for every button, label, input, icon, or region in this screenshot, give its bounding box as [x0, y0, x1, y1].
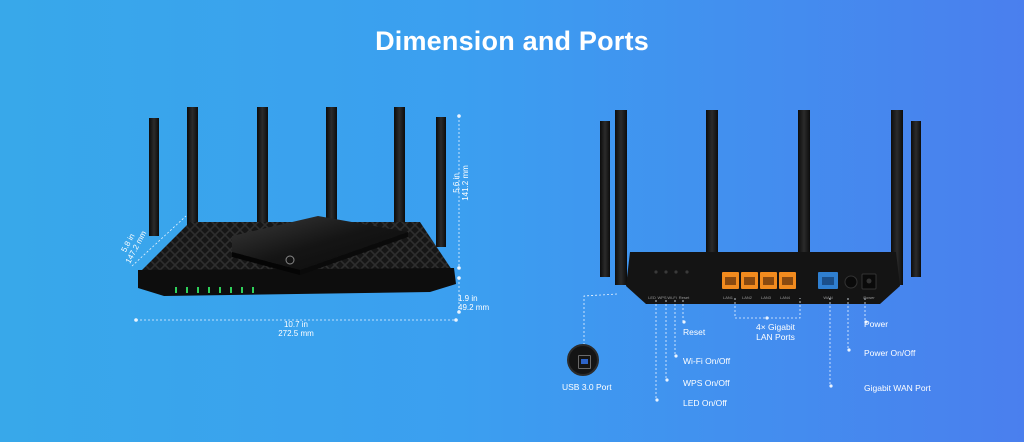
lan-callout-line2: LAN Ports [756, 332, 795, 342]
port-label-lan3: LAN3 [761, 295, 772, 300]
height-mm: 49.2 mm [458, 303, 490, 312]
width-inches: 10.7 in [283, 320, 309, 329]
back-callout-lines [583, 293, 866, 400]
back-antenna-2 [615, 110, 627, 285]
port-label-wifi: Wi-Fi [667, 295, 676, 300]
usb-callout-label: USB 3.0 Port [562, 382, 612, 392]
height-inches: 1.9 in [458, 294, 478, 303]
front-led-indicators [175, 287, 254, 293]
front-dimension-lines [131, 116, 460, 321]
front-antenna-4 [326, 107, 337, 223]
height-dimension-label: 1.9 in 49.2 mm [458, 294, 502, 312]
page-title: Dimension and Ports [375, 26, 649, 56]
antenna-height-inches: 5.6 in [452, 173, 461, 193]
power-callout-label: Power [864, 319, 889, 329]
front-antenna-3 [257, 107, 268, 225]
width-dimension-label: 10.7 in 272.5 mm [270, 320, 322, 338]
callout-dots [655, 316, 868, 402]
port-label-wps: WPS [657, 295, 666, 300]
front-antenna-5 [394, 107, 405, 229]
back-antenna-1 [600, 121, 610, 277]
front-router-front-edge [138, 268, 456, 296]
lan-callout-label: 4× Gigabit LAN Ports [756, 322, 795, 342]
back-antenna-4 [798, 110, 810, 285]
front-logo-icon [285, 255, 295, 265]
front-antenna-6 [436, 117, 446, 247]
front-antenna-2 [187, 107, 198, 231]
back-antenna-5 [891, 110, 903, 285]
wps-callout-label: WPS On/Off [683, 378, 730, 388]
front-led-4 [208, 287, 210, 293]
front-led-3 [197, 287, 199, 293]
front-router-glossy-panel [232, 216, 408, 270]
wan-callout-label: Gigabit WAN Port [864, 383, 931, 393]
usb-port-icon [567, 344, 599, 376]
wifi-callout-label: Wi-Fi On/Off [683, 356, 731, 366]
port-label-power: Power [863, 295, 875, 300]
port-label-lan2: LAN2 [742, 295, 753, 300]
back-antenna-6 [911, 121, 921, 277]
front-led-8 [252, 287, 254, 293]
reset-callout-label: Reset [683, 327, 706, 337]
port-label-lan4: LAN4 [780, 295, 791, 300]
port-label-wan: WAN [823, 295, 832, 300]
front-led-2 [186, 287, 188, 293]
front-led-6 [230, 287, 232, 293]
width-mm: 272.5 mm [278, 329, 314, 338]
lan-ports [722, 272, 796, 289]
front-antenna-1 [149, 118, 159, 236]
port-label-led: LED [648, 295, 656, 300]
back-antenna-3 [706, 110, 718, 285]
port-label-reset: Reset [679, 295, 690, 300]
lan-callout-line1: 4× Gigabit [756, 322, 795, 332]
front-led-7 [241, 287, 243, 293]
led-callout-label: LED On/Off [683, 398, 727, 408]
front-led-1 [175, 287, 177, 293]
antenna-height-mm: 141.2 mm [461, 165, 470, 201]
power-switch-callout-label: Power On/Off [864, 348, 916, 358]
antenna-height-dimension-label: 5.6 in 141.2 mm [452, 158, 470, 208]
front-led-5 [219, 287, 221, 293]
power-switch [844, 275, 858, 289]
front-router [138, 107, 456, 296]
port-label-lan1: LAN1 [723, 295, 734, 300]
